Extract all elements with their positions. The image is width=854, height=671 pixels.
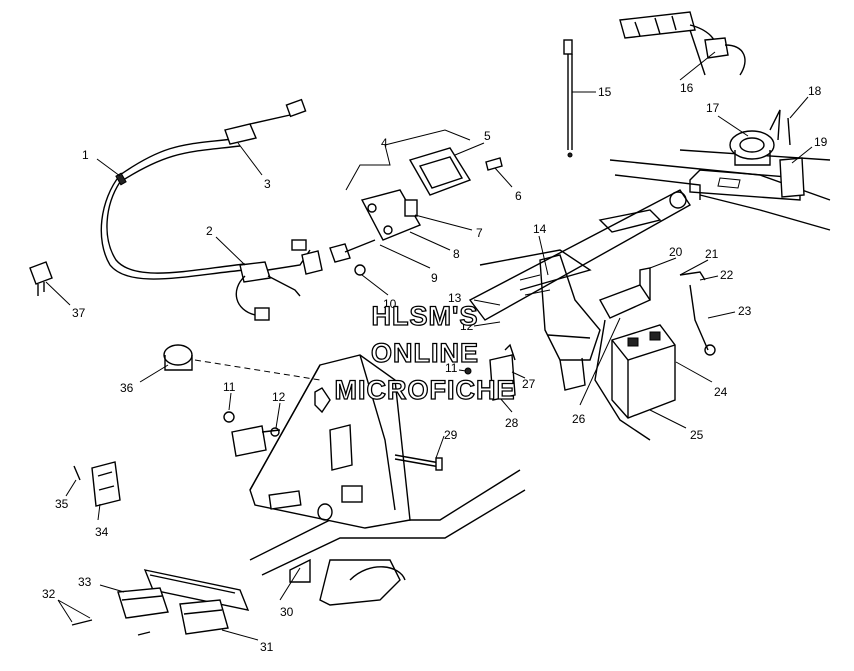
tail-light-assembly <box>301 147 503 276</box>
callout-36: 36 <box>120 381 134 395</box>
battery-assembly <box>594 267 716 441</box>
callout-18: 18 <box>808 84 822 98</box>
callout-32: 32 <box>42 587 56 601</box>
callout-14: 14 <box>533 222 547 236</box>
watermark: HLSM'S ONLINE MICROFICHE <box>334 300 516 405</box>
callout-26: 26 <box>572 412 586 426</box>
callout-17: 17 <box>706 101 720 115</box>
watermark-line-3: MICROFICHE <box>335 375 516 405</box>
callout-16: 16 <box>680 81 694 95</box>
callout-numbers: 1 2 3 4 5 6 7 8 9 10 11 12 13 14 15 16 1… <box>42 81 828 654</box>
watermark-line-1: HLSM'S <box>372 301 479 331</box>
callout-21: 21 <box>705 247 719 261</box>
cable-15 <box>563 39 573 158</box>
horn <box>729 109 805 198</box>
callout-8: 8 <box>453 247 460 261</box>
callout-11-second: 11 <box>445 361 458 375</box>
callout-33: 33 <box>78 575 92 589</box>
callout-19: 19 <box>814 135 828 149</box>
callout-3: 3 <box>264 177 271 191</box>
callout-12: 12 <box>272 390 286 404</box>
relay-parts <box>223 411 281 457</box>
wiring-harness <box>100 98 311 321</box>
callout-34: 34 <box>95 525 109 539</box>
modules-30-33 <box>71 569 250 636</box>
callout-12-second: 12 <box>460 319 474 333</box>
callout-31: 31 <box>260 640 274 654</box>
handlebar-switch <box>619 11 746 76</box>
callout-25: 25 <box>690 428 704 442</box>
callout-30: 30 <box>280 605 294 619</box>
leader-lines <box>45 51 813 641</box>
callout-23: 23 <box>738 304 752 318</box>
callout-29: 29 <box>444 428 458 442</box>
callout-24: 24 <box>714 385 728 399</box>
breaker-36 <box>163 344 321 381</box>
bolt-29 <box>394 454 443 471</box>
frame-beam <box>468 189 692 391</box>
callout-22: 22 <box>720 268 734 282</box>
callout-37: 37 <box>72 306 86 320</box>
callout-7: 7 <box>476 226 483 240</box>
callout-1: 1 <box>82 148 89 162</box>
callout-9: 9 <box>431 271 438 285</box>
callout-28: 28 <box>505 416 519 430</box>
callout-2: 2 <box>206 224 213 238</box>
watermark-line-2: ONLINE <box>371 338 479 368</box>
bracket-27-28 <box>464 343 516 401</box>
callout-15: 15 <box>598 85 612 99</box>
callout-10: 10 <box>383 297 397 311</box>
callout-11: 11 <box>223 380 236 394</box>
bracket-34-35 <box>73 461 121 507</box>
callout-20: 20 <box>669 245 683 259</box>
callout-27: 27 <box>522 377 536 391</box>
mounting-panel <box>249 354 411 529</box>
callout-35: 35 <box>55 497 69 511</box>
callout-13: 13 <box>448 291 462 305</box>
callout-4: 4 <box>381 136 388 150</box>
connector-37 <box>29 261 53 296</box>
callout-5: 5 <box>484 129 491 143</box>
callout-6: 6 <box>515 189 522 203</box>
